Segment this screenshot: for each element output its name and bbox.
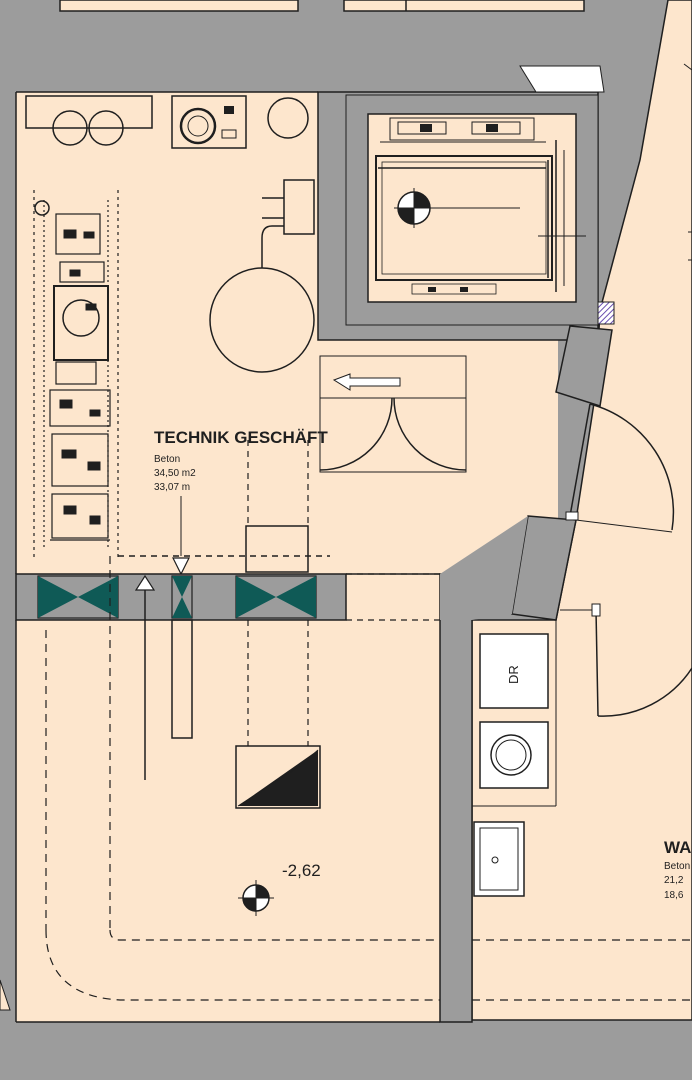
dryer-label: DR bbox=[506, 665, 521, 684]
washing-machine-appliance bbox=[479, 721, 549, 789]
level-value: -2,62 bbox=[282, 861, 321, 880]
equipment-top-left bbox=[25, 95, 309, 149]
swing-door-lower-right bbox=[560, 603, 692, 717]
duct-pipe-vertical bbox=[171, 619, 193, 739]
upper-floor-strip-1 bbox=[59, 0, 299, 12]
duct-valve-1 bbox=[37, 575, 119, 619]
technik-room-perimeter: 33,07 m bbox=[154, 482, 190, 493]
second-room-name: WA bbox=[664, 838, 691, 857]
dryer-appliance: DR bbox=[479, 633, 549, 709]
duct-outlet-box bbox=[235, 745, 321, 809]
opening-floor bbox=[346, 574, 440, 620]
level-marker-icon bbox=[238, 880, 274, 916]
duct-valve-3 bbox=[235, 575, 317, 619]
storage-tank bbox=[209, 179, 315, 373]
arrow-down-icon bbox=[172, 557, 190, 576]
duct-box-upper bbox=[245, 525, 309, 573]
sink bbox=[473, 821, 525, 897]
technik-room-area: 34,50 m2 bbox=[154, 468, 196, 479]
double-swing-door bbox=[319, 355, 467, 473]
hatched-column bbox=[597, 301, 615, 325]
technik-room-name: TECHNIK GESCHÄFT bbox=[154, 428, 328, 447]
wall-vertical-lower bbox=[439, 573, 473, 1023]
duct-valve-2 bbox=[171, 575, 193, 619]
window-sill bbox=[519, 65, 605, 93]
technik-room-material: Beton bbox=[154, 454, 180, 465]
second-room-area: 21,2 bbox=[664, 875, 684, 886]
second-room-material: Beton bbox=[664, 861, 690, 872]
survey-marker-icon bbox=[394, 188, 434, 228]
technik-room-floor bbox=[16, 92, 318, 574]
second-room-perimeter: 18,6 bbox=[664, 890, 684, 901]
swing-door-right bbox=[569, 403, 675, 533]
upper-floor-strip-2 bbox=[343, 0, 585, 12]
lower-room-floor bbox=[16, 620, 440, 1022]
heating-equipment-column bbox=[33, 190, 330, 560]
wall-segment-door-jamb bbox=[555, 325, 613, 407]
